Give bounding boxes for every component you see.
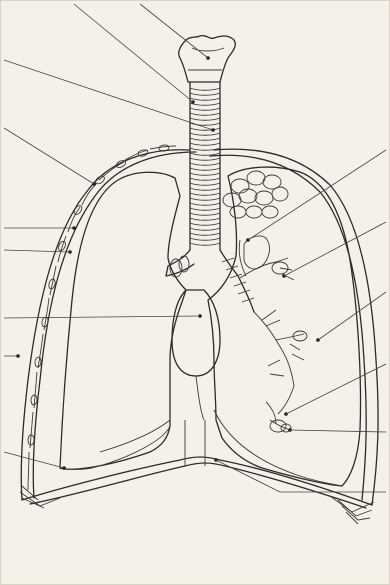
lungs-diagram: [0, 0, 390, 585]
